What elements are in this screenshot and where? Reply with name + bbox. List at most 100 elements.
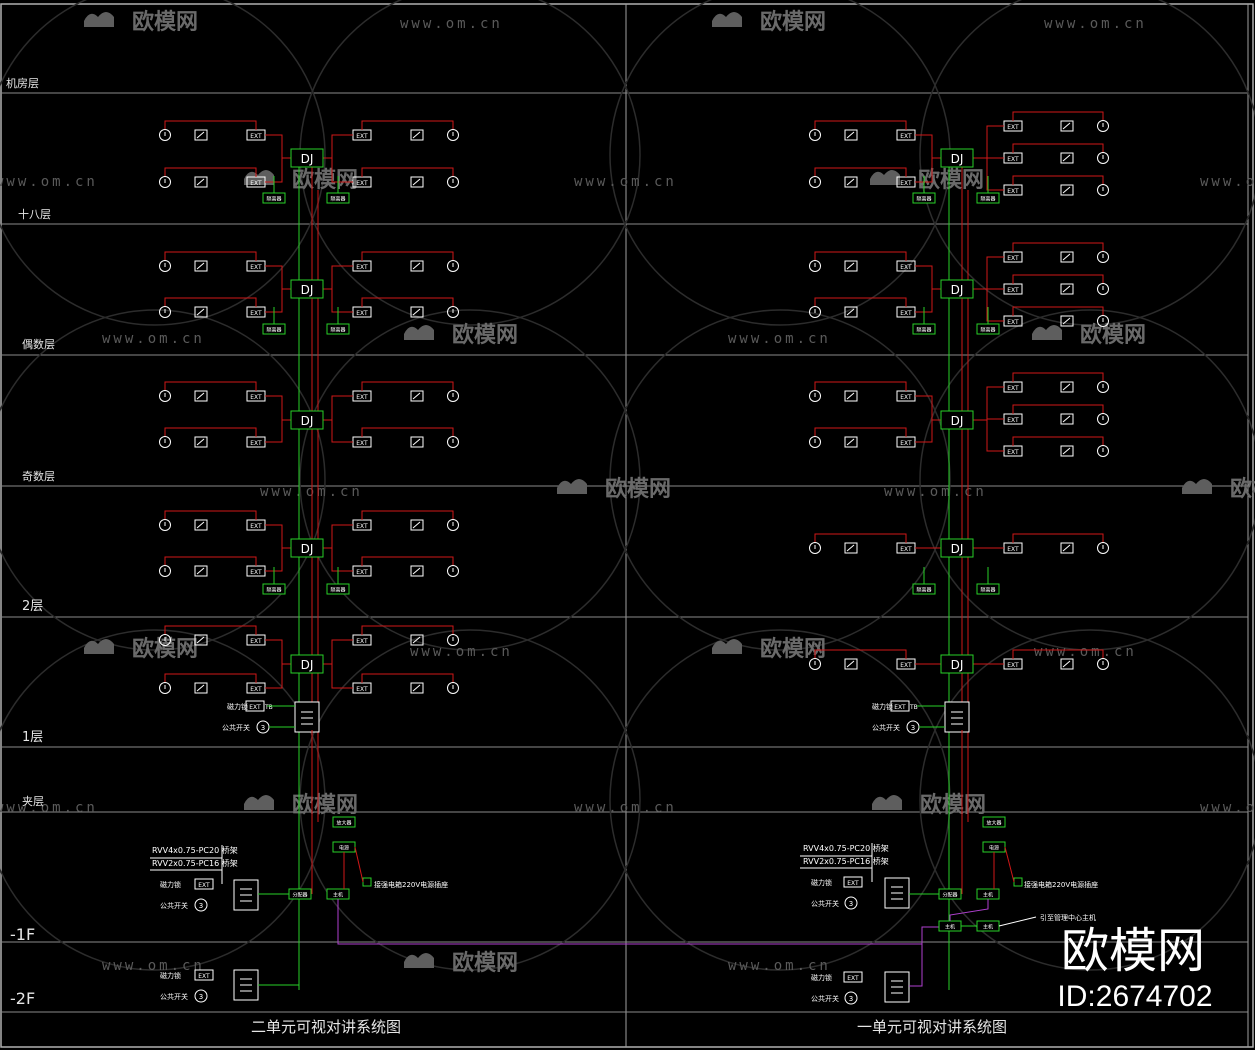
monitor-label: EXT xyxy=(1007,385,1019,392)
monitor-label: EXT xyxy=(356,440,368,447)
door-switch-icon xyxy=(1060,184,1074,196)
indoor-station-icon xyxy=(159,436,171,448)
watermark-brand: 欧模网 xyxy=(918,167,984,193)
door-switch-icon xyxy=(1060,120,1074,132)
public-switch-icon-b1 xyxy=(844,896,858,910)
cable-line xyxy=(164,427,257,437)
door-switch-mark xyxy=(196,521,205,529)
host-box-3-label: 主机 xyxy=(983,924,993,931)
cable-note-left-rvv2: RVV2x0.75-PC16 桥架 xyxy=(152,858,238,868)
cable-line xyxy=(361,167,454,177)
door-switch-icon xyxy=(194,390,208,402)
door-switch-icon xyxy=(194,436,208,448)
cable-line xyxy=(323,288,353,313)
floor-label-odd: 奇数层 xyxy=(22,470,55,483)
cable-line xyxy=(265,134,291,159)
monitor-label: EXT xyxy=(250,264,262,271)
door-switch-mark xyxy=(1062,317,1071,325)
monitor-label: EXT xyxy=(356,394,368,401)
monitor-label: EXT xyxy=(1007,156,1019,163)
door-switch-mark xyxy=(1062,660,1071,668)
monitor-icon xyxy=(890,700,910,712)
monitor-label: EXT xyxy=(1007,188,1019,195)
door-switch-mark xyxy=(412,392,421,400)
door-station-panel xyxy=(294,701,320,733)
divider-box-label: 分配器 xyxy=(292,892,307,899)
door-station-panel xyxy=(944,701,970,733)
watermark-url: www.om.cn xyxy=(574,800,677,816)
watermark-circle xyxy=(609,0,951,326)
indoor-station-icon xyxy=(1097,542,1109,554)
monitor-label: EXT xyxy=(1007,255,1019,262)
door-switch-mark xyxy=(196,636,205,644)
cable-line xyxy=(814,649,907,659)
cable-line xyxy=(323,639,353,665)
amplifier-box xyxy=(982,816,1006,828)
watermark-sofa-icon xyxy=(1182,479,1212,494)
monitor-label: EXT xyxy=(1007,417,1019,424)
power-note-left: 接强电箱220V电源插座 xyxy=(374,880,448,889)
cable-line xyxy=(265,419,291,443)
mag-lock-label: 磁力锁 xyxy=(227,702,248,711)
monitor-label: EXT xyxy=(900,394,912,401)
door-switch-icon xyxy=(410,306,424,318)
junction-label: DJ xyxy=(951,152,964,166)
cable-line xyxy=(361,381,454,391)
cable-line xyxy=(949,899,989,921)
door-switch-icon xyxy=(410,565,424,577)
cable-line xyxy=(323,524,353,549)
door-switch-mark xyxy=(196,392,205,400)
monitor-label: EXT xyxy=(900,133,912,140)
watermark-circle xyxy=(0,0,326,326)
power-plug-icon xyxy=(362,877,372,887)
title-right: 一单元可视对讲系统图 xyxy=(857,1018,1007,1036)
host-box-2-label: 主机 xyxy=(945,924,955,931)
monitor-label: EXT xyxy=(356,264,368,271)
indoor-station-icon xyxy=(1097,413,1109,425)
watermark-sofa-icon xyxy=(870,170,900,185)
cable-line xyxy=(1012,242,1104,252)
cable-line xyxy=(361,251,454,261)
indoor-station-icon xyxy=(447,634,459,646)
junction-box xyxy=(940,654,974,674)
monitor-label: EXT xyxy=(1007,319,1019,326)
door-switch-icon xyxy=(194,519,208,531)
monitor-label: EXT xyxy=(900,662,912,669)
watermark-sofa-icon xyxy=(1032,325,1062,340)
door-switch-mark xyxy=(1062,154,1071,162)
indoor-station-icon xyxy=(1097,283,1109,295)
cable-line xyxy=(323,547,353,572)
public-switch-num-b2: 3 xyxy=(199,993,203,1001)
watermark-sofa-icon xyxy=(872,795,902,810)
door-switch-mark xyxy=(196,178,205,186)
door-switch-icon xyxy=(410,519,424,531)
watermark-circle xyxy=(0,629,326,971)
cable-line xyxy=(164,167,257,177)
watermark-circle xyxy=(0,309,326,651)
isolator-box-label: 隔离器 xyxy=(916,196,931,203)
door-switch-icon xyxy=(194,176,208,188)
isolator-box-label: 隔离器 xyxy=(330,196,345,203)
isolator-box-label: 隔离器 xyxy=(916,327,931,334)
indoor-station-icon xyxy=(159,519,171,531)
cable-note-right-rvv2: RVV2x0.75-PC16 桥架 xyxy=(803,856,889,866)
door-switch-icon xyxy=(410,682,424,694)
indoor-station-icon xyxy=(159,306,171,318)
indoor-station-icon xyxy=(809,306,821,318)
door-switch-mark xyxy=(846,660,855,668)
junction-label: DJ xyxy=(301,283,314,297)
monitor-icon xyxy=(245,700,265,712)
watermark-brand: 欧模网 xyxy=(605,476,671,502)
door-switch-icon xyxy=(194,682,208,694)
watermark-url: www.om.cn xyxy=(102,958,205,974)
monitor-label: EXT xyxy=(356,686,368,693)
cable-line xyxy=(323,663,353,689)
cable-line xyxy=(915,419,941,443)
isolator-box-label: 隔离器 xyxy=(266,327,281,334)
cable-line xyxy=(973,288,1004,322)
door-switch-mark xyxy=(196,438,205,446)
monitor-label: EXT xyxy=(198,882,210,889)
monitor-label: EXT xyxy=(356,569,368,576)
cable-line xyxy=(361,625,454,635)
door-switch-mark xyxy=(412,262,421,270)
